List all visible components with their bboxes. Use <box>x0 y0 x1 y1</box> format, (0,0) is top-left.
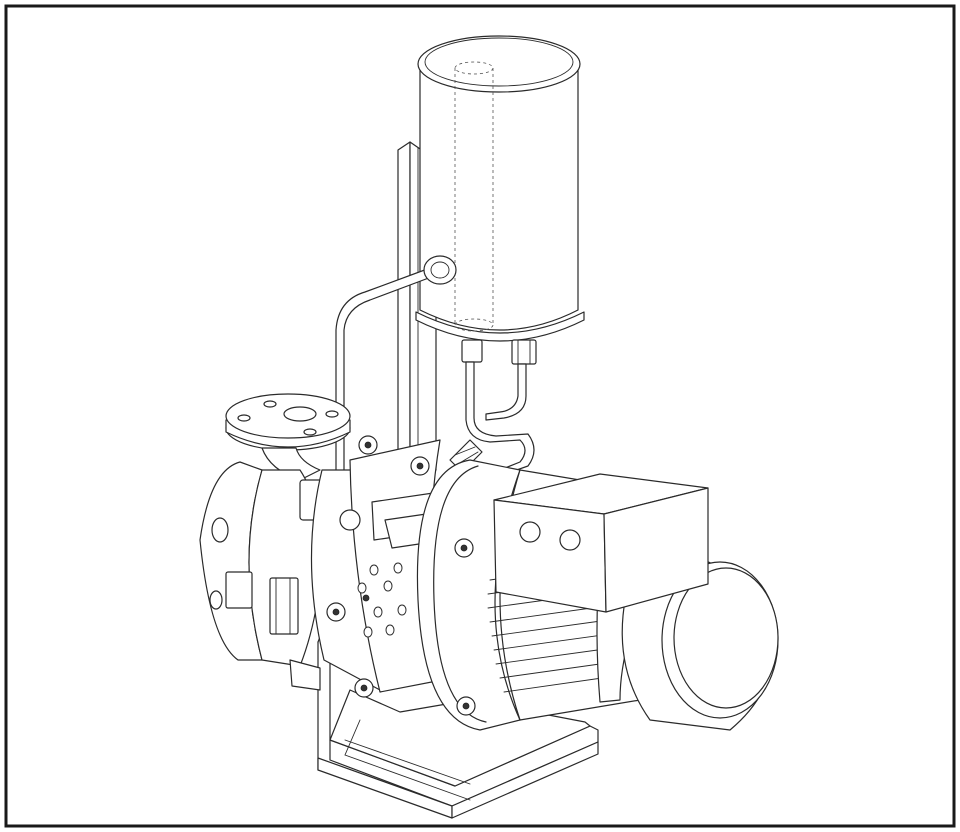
reservoir-tank <box>415 35 585 365</box>
seal-housing <box>310 435 447 698</box>
inlet-flange <box>225 393 351 481</box>
terminal-box <box>493 473 709 613</box>
figure-border <box>4 4 956 828</box>
pump-casing <box>199 461 331 691</box>
